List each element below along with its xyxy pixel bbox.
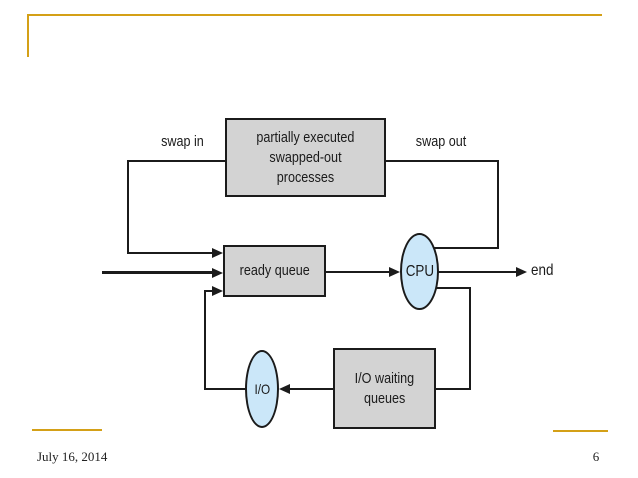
io-label: I/O (254, 381, 270, 397)
swapped-box-line2: swapped-out processes (269, 148, 342, 186)
arrowhead-io-return (212, 286, 223, 296)
cpu-label: CPU (405, 262, 434, 280)
arrowhead-into-cpu (389, 267, 400, 277)
label-swap-in: swap in (160, 133, 204, 150)
top-accent-rule-horizontal (27, 14, 602, 16)
connector-swapout-to-cpu (434, 247, 499, 249)
connector-cpu-to-io-vertical (469, 287, 471, 390)
swapped-box-line1: partially executed (256, 128, 355, 146)
connector-io-return-vertical (204, 290, 206, 390)
connector-swapin-vertical (127, 160, 129, 254)
node-ready-queue: ready queue (223, 245, 326, 297)
connector-iowait-to-io (290, 388, 333, 390)
slide-date: July 16, 2014 (37, 449, 108, 464)
node-io: I/O (245, 350, 279, 428)
arrowhead-main-entry (212, 268, 223, 278)
io-waiting-line1: I/O waiting (354, 369, 415, 387)
arrowhead-swapin-into-ready-queue (212, 248, 223, 258)
connector-cpu-to-io-top (436, 287, 471, 289)
node-swapped-out-processes: partially executed swapped-out processes (225, 118, 386, 197)
io-waiting-line2: queues (363, 389, 406, 407)
footer-accent-rule-right (553, 430, 608, 432)
top-accent-rule-vertical (27, 14, 29, 57)
connector-swapout-top (385, 160, 499, 162)
connector-swapin-top (128, 160, 226, 162)
node-cpu: CPU (400, 233, 439, 310)
connector-cpu-to-io-bottom (435, 388, 471, 390)
arrowhead-into-io (279, 384, 290, 394)
connector-swapout-vertical (497, 160, 499, 249)
label-end: end (531, 262, 554, 279)
ready-queue-label: ready queue (239, 262, 310, 279)
connector-cpu-to-end (438, 271, 518, 273)
connector-swapin-to-ready-queue (128, 252, 216, 254)
footer-accent-rule-left (32, 429, 102, 431)
label-swap-out: swap out (415, 133, 467, 150)
slide-number: 6 (592, 449, 600, 464)
connector-ready-queue-to-cpu (325, 271, 393, 273)
connector-main-entry (102, 271, 214, 274)
arrowhead-to-end (516, 267, 527, 277)
connector-io-return-to-ready-queue (205, 290, 215, 292)
connector-io-return-bottom (205, 388, 247, 390)
node-io-waiting-queues: I/O waiting queues (333, 348, 436, 429)
